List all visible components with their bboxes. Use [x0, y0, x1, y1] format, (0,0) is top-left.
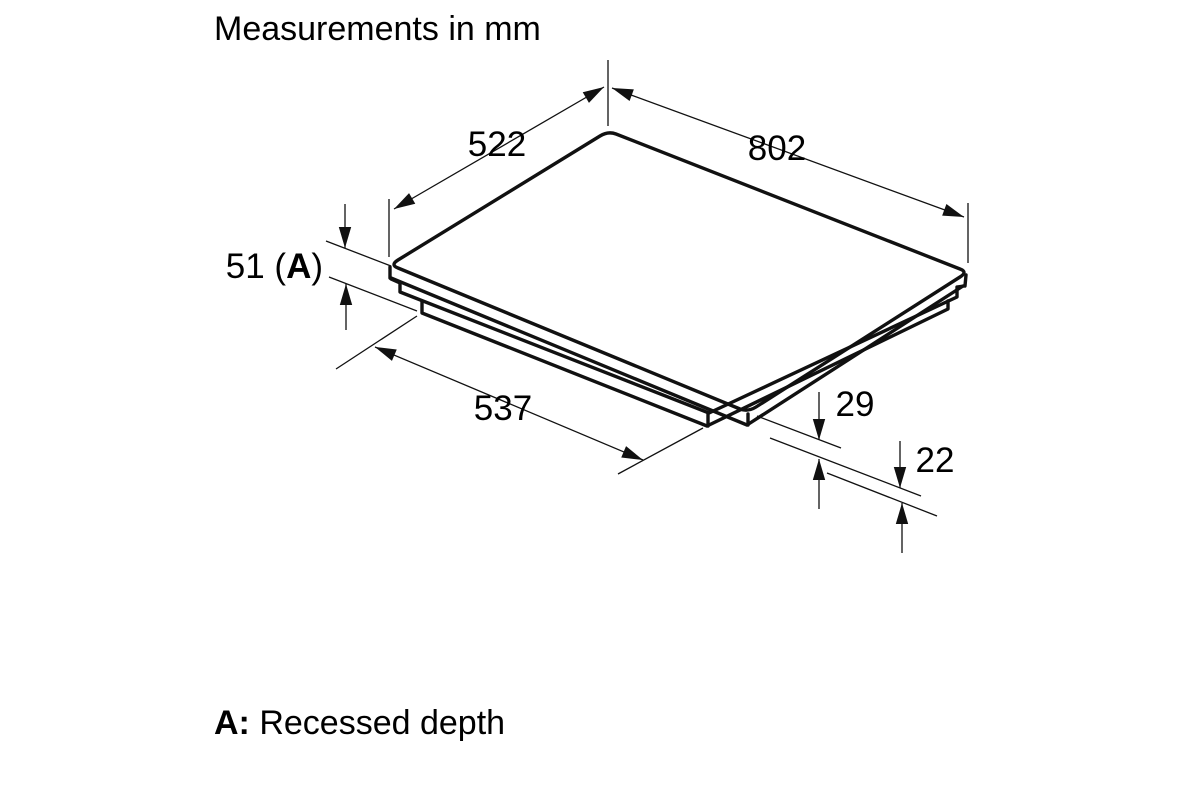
dimension-line	[374, 346, 644, 461]
dimension-537-label: 537	[474, 389, 532, 428]
glass-bottom-edges	[389, 276, 965, 427]
glass-right-corner-edge	[963, 273, 968, 288]
dimension-29-label: 29	[836, 385, 875, 424]
extension-line	[769, 437, 922, 497]
dimension-537: 537	[335, 315, 704, 475]
dimension-802-label: 802	[748, 129, 806, 168]
dimension-802: 802	[611, 87, 969, 263]
footnote: A: Recessed depth	[214, 704, 506, 742]
extension-line	[325, 240, 392, 267]
cooktop-outline	[388, 131, 968, 428]
dimension-22-label: 22	[916, 441, 955, 480]
dimension-51A-label: 51 (A)	[226, 247, 323, 286]
dimension-522-label: 522	[468, 125, 526, 164]
dimension-522: 522	[388, 60, 609, 257]
dimension-line	[393, 86, 605, 210]
dimension-22: 22	[826, 441, 955, 553]
footnote-term: A:	[214, 704, 250, 742]
extension-line	[756, 415, 842, 449]
extension-line	[328, 276, 418, 312]
dimension-line	[611, 87, 965, 218]
extension-line	[335, 315, 418, 370]
extension-line	[617, 427, 704, 475]
page-title: Measurements in mm	[214, 10, 541, 48]
extension-line	[826, 472, 938, 517]
footnote-definition: Recessed depth	[249, 704, 506, 742]
dimension-51A: 51 (A)	[226, 204, 418, 330]
glass-top-face	[392, 131, 966, 412]
